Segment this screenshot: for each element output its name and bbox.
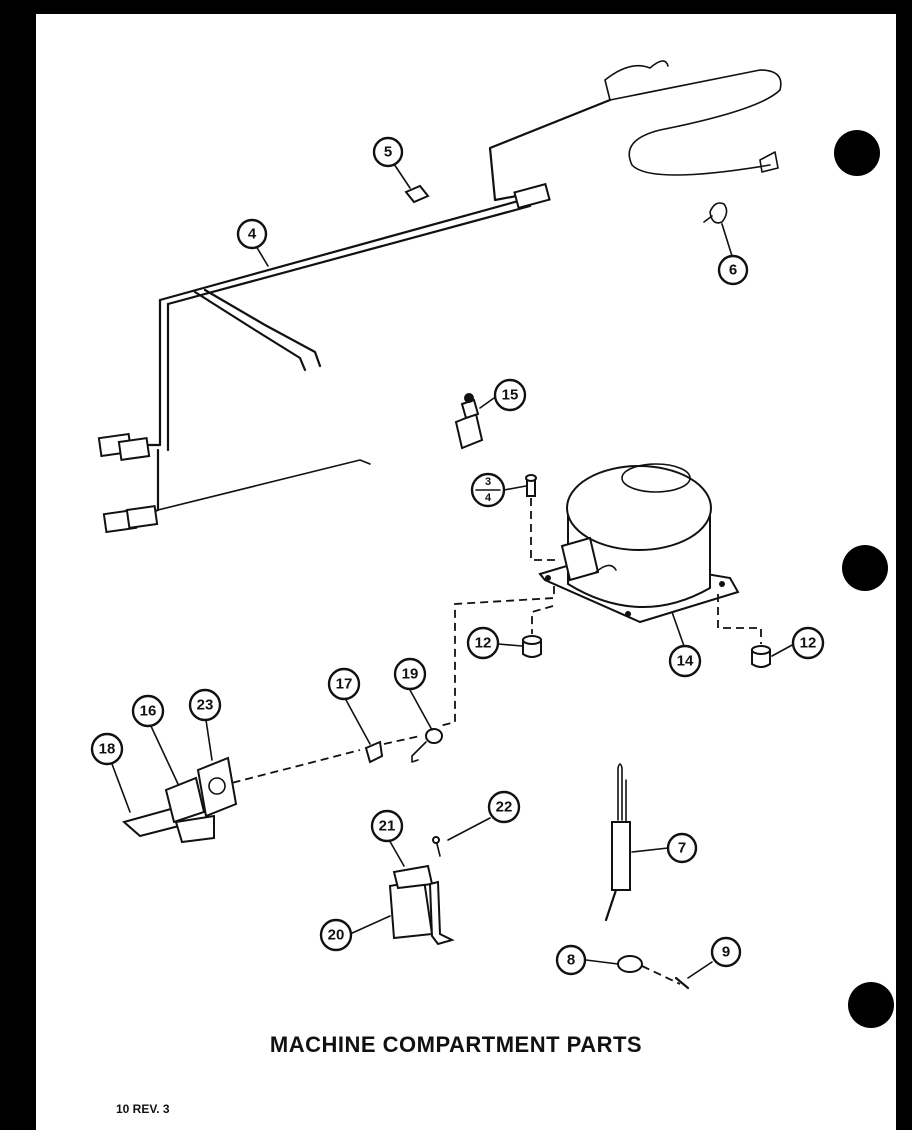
callout-19: 19 [393, 657, 427, 691]
callout-8-label: 8 [567, 952, 575, 969]
callout-6-top-label: 6 [729, 262, 737, 279]
callout-15-label: 15 [502, 387, 519, 404]
callout-18: 18 [90, 732, 124, 766]
callout-21: 21 [370, 809, 404, 843]
callout-20: 20 [319, 918, 353, 952]
binder-hole-bottom [848, 982, 894, 1028]
callout-12-right: 12 [791, 626, 825, 660]
callout-6-top: 6 [717, 254, 749, 286]
callout-9-label: 9 [722, 944, 730, 961]
binder-hole-top [834, 130, 880, 176]
callout-7: 7 [666, 832, 698, 864]
callout-22: 22 [487, 790, 521, 824]
callout-22-label: 22 [496, 799, 513, 816]
callout-17: 17 [327, 667, 361, 701]
callout-3-label: 3 [485, 476, 491, 488]
callout-12-left-label: 12 [475, 635, 492, 652]
binder-hole-middle [842, 545, 888, 591]
callout-21-label: 21 [379, 818, 396, 835]
callout-4-label: 4 [248, 226, 257, 243]
callout-8: 8 [555, 944, 587, 976]
wire-harness [97, 60, 782, 534]
mounting-bolt [525, 474, 537, 497]
callout-4b-label: 4 [485, 492, 492, 504]
clip-part [404, 184, 430, 204]
callout-14-label: 14 [677, 653, 694, 670]
callout-20-label: 20 [328, 927, 345, 944]
callout-12-left: 12 [466, 626, 500, 660]
cable-tie [364, 740, 384, 764]
callout-17-label: 17 [336, 676, 353, 693]
assembly-lines [219, 498, 762, 985]
callout-7-label: 7 [678, 840, 686, 857]
callout-5-label: 5 [384, 144, 392, 161]
terminal-cap [411, 728, 443, 763]
callout-23: 23 [188, 688, 222, 722]
callout-16: 16 [131, 694, 165, 728]
callout-14: 14 [668, 644, 702, 678]
diagram-title: MACHINE COMPARTMENT PARTS [269, 1032, 643, 1057]
callout-16-label: 16 [140, 703, 157, 720]
compressor [538, 463, 740, 624]
callout-12-right-label: 12 [800, 635, 817, 652]
harness-clamp [703, 202, 728, 224]
overload-relay [454, 393, 484, 450]
clamp-screw [674, 976, 690, 990]
callout-4: 4 [236, 218, 268, 250]
revision-label: 10 REV. 3 [116, 1102, 170, 1116]
callout-18-label: 18 [99, 741, 116, 758]
thermostat [604, 763, 631, 922]
grommet-left [522, 635, 542, 658]
screw [432, 836, 441, 857]
thermostat-clamp [617, 955, 643, 973]
relay-bracket [121, 756, 238, 844]
callout-23-label: 23 [197, 697, 214, 714]
leader-lines [111, 163, 795, 979]
callout-19-label: 19 [402, 666, 419, 683]
callout-3-4: 3 4 [470, 472, 506, 508]
callout-9: 9 [710, 936, 742, 968]
callout-15: 15 [493, 378, 527, 412]
drawing-sheet [36, 14, 896, 1130]
grommet-right [751, 645, 771, 668]
callout-5: 5 [372, 136, 404, 168]
capacitor [388, 864, 455, 946]
